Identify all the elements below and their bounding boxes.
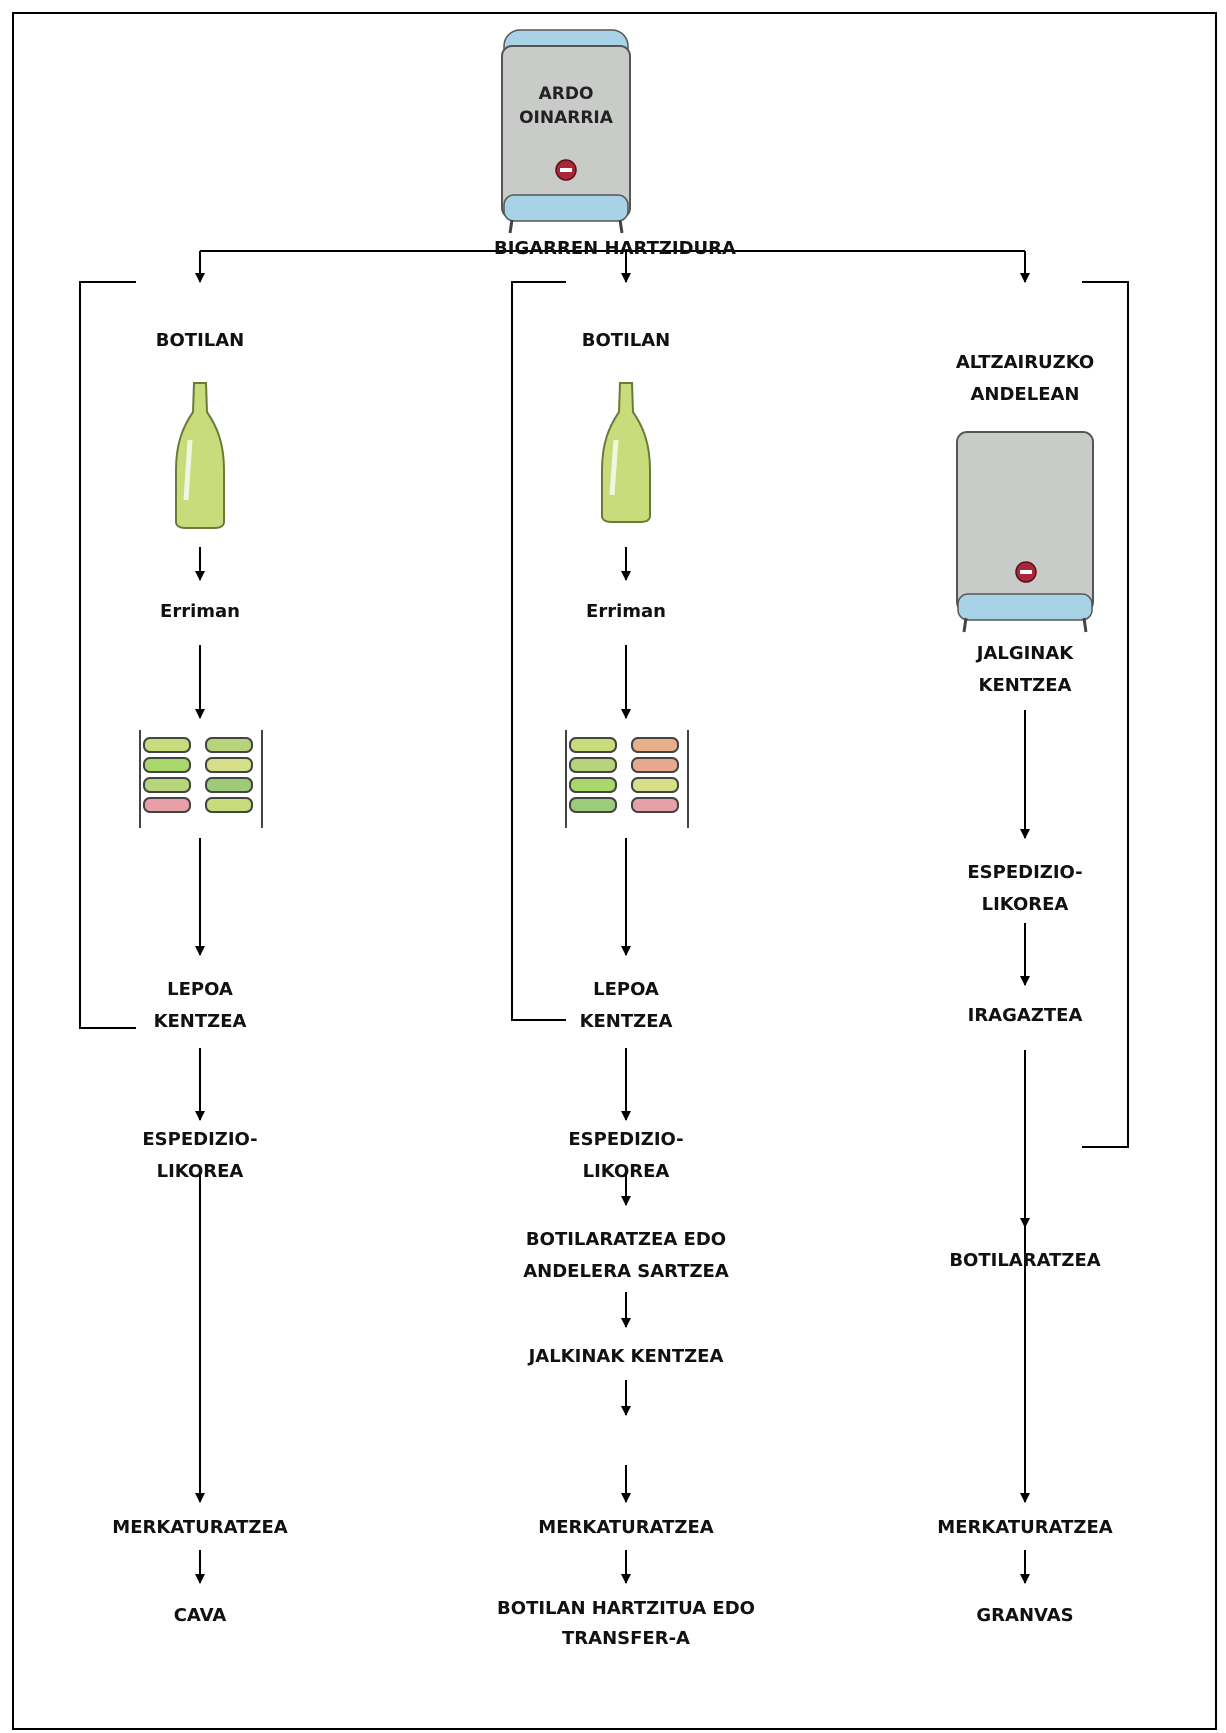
base-wine-label: ARDO OINARRIA (519, 84, 613, 128)
left-container-label: BOTILAN (155, 330, 245, 351)
left-disgorging-label: LEPOA KENTZEA (153, 979, 247, 1032)
bracket-right (1082, 281, 1129, 1148)
middle-marketing-label: MERKATURATZEA (538, 1517, 714, 1538)
middle-result-label: BOTILAN HARTZITUA EDO TRANSFER-A (497, 1598, 755, 1649)
middle-dosage-label: ESPEDIZIO- LIKOREA (568, 1129, 684, 1182)
bracket-middle (511, 281, 566, 1021)
right-container-label: ALTZAIRUZKO ANDELEAN (955, 352, 1095, 405)
right-bottling-label: BOTILARATZEA (949, 1250, 1101, 1271)
middle-bottling-label: BOTILARATZEA EDO ANDELERA SARTZEA (523, 1229, 729, 1282)
base-wine-tank (501, 29, 631, 234)
right-dosage-label: ESPEDIZIO- LIKOREA (967, 862, 1083, 915)
left-riddling-rack-icon (139, 730, 263, 828)
second-fermentation-label: BIGARREN HARTZIDURA (494, 238, 736, 259)
middle-disgorging-label: LEPOA KENTZEA (579, 979, 673, 1032)
left-riddling-label: Erriman (160, 601, 240, 622)
middle-riddling-label: Erriman (586, 601, 666, 622)
middle-sediment-label: JALKINAK KENTZEA (528, 1346, 724, 1367)
left-marketing-label: MERKATURATZEA (112, 1517, 288, 1538)
bracket-left (79, 281, 136, 1029)
right-result-label: GRANVAS (976, 1605, 1074, 1626)
middle-bottle-icon (601, 382, 651, 523)
right-sediment-label: JALGINAK KENTZEA (976, 643, 1074, 696)
right-filtering-label: IRAGAZTEA (967, 1005, 1083, 1026)
right-marketing-label: MERKATURATZEA (937, 1517, 1113, 1538)
steel-tank-icon (956, 431, 1094, 633)
split-connector (195, 250, 1030, 283)
left-bottle-icon (175, 382, 225, 529)
diagram-frame (12, 12, 1217, 1730)
middle-container-label: BOTILAN (581, 330, 671, 351)
left-result-label: CAVA (173, 1605, 227, 1626)
left-dosage-label: ESPEDIZIO- LIKOREA (142, 1129, 258, 1182)
middle-riddling-rack-icon (565, 730, 689, 828)
